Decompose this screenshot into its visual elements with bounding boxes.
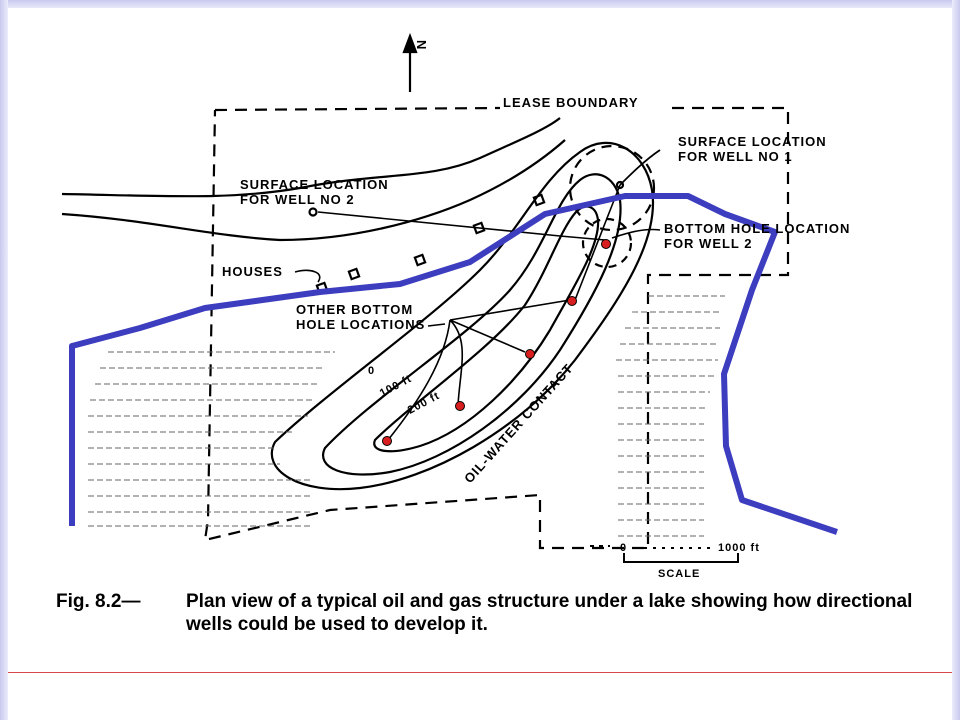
directional-well-paths [387,184,621,441]
scale-thousand-label: 1000 ft [718,542,760,554]
contour-200-label: 200 ft [406,390,442,417]
well2-deviated-path [317,211,606,241]
scale-bar [590,545,739,563]
surface-well2-label-line2: FOR WELL NO 2 [240,192,355,207]
bottom-hole-leader [611,228,661,239]
houses-label: HOUSES [222,264,283,279]
lake-hatching-right [616,295,725,537]
north-label: N [414,40,429,50]
house [472,221,486,235]
well1-drainage-circle [568,144,656,232]
surface-well1-label-line2: FOR WELL NO 1 [678,149,793,164]
surface-well2-marker [308,207,318,217]
figure-caption: Fig. 8.2— Plan view of a typical oil and… [56,590,926,636]
slide-frame-right [952,0,960,720]
house [347,267,361,281]
houses-leader [294,269,321,283]
lease-boundary-label: LEASE BOUNDARY [503,95,639,110]
bottom-hole-markers [382,239,611,446]
slide-frame-left [0,0,8,720]
oil-water-contact-label: OIL-WATER CONTACT [461,361,576,486]
contour-0-label: 0 [368,365,375,377]
well1-path [619,149,661,186]
figure-caption-text: Plan view of a typical oil and gas struc… [186,591,913,635]
oil-structure-diagram: N LEASE BOUNDARY SURFACE LOCATION FOR WE… [61,32,850,580]
accent-divider [8,672,952,673]
other-bottom-label-line2: HOLE LOCATIONS [296,317,425,332]
bottom-hole-label-line2: FOR WELL 2 [664,236,752,251]
figure-number: Fig. 8.2— [56,591,141,612]
bottom-hole-dot [601,239,611,249]
other-bottom-leader [427,323,446,327]
north-arrow-head [402,32,418,54]
bottom-hole-label-line1: BOTTOM HOLE LOCATION [664,221,850,236]
contour-100-label: 100 ft [378,373,414,400]
lake-hatching-left [88,351,335,527]
bottom-hole-dot [455,401,465,411]
slide-frame-top [0,0,960,8]
scale-label: SCALE [658,568,700,580]
bottom-hole-dot [567,296,577,306]
road-upper [61,117,561,198]
surface-well1-label-line1: SURFACE LOCATION [678,134,827,149]
house [413,253,427,267]
bottom-hole-dot [382,436,392,446]
other-bottom-label-line1: OTHER BOTTOM [296,302,413,317]
lake-shoreline [69,193,838,535]
surface-well2-label-line1: SURFACE LOCATION [240,177,389,192]
bottom-hole-dot [525,349,535,359]
lease-boundary [203,106,790,550]
scale-zero-label: 0 [620,542,627,554]
road-lower [61,139,566,242]
